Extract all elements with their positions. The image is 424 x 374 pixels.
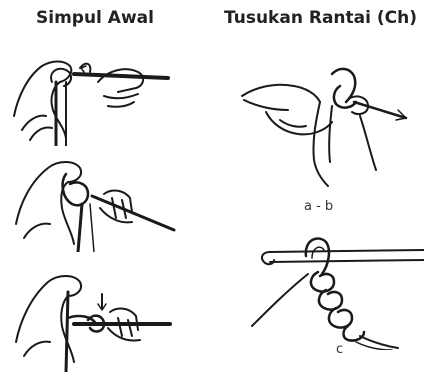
slipknot-step-1-illustration bbox=[8, 46, 178, 146]
caption-a-b: a - b bbox=[304, 199, 333, 214]
caption-c: c bbox=[336, 342, 343, 357]
slipknot-step-3-illustration bbox=[8, 262, 178, 372]
heading-simpul-awal: Simpul Awal bbox=[36, 8, 154, 28]
heading-tusukan-rantai: Tusukan Rantai (Ch) bbox=[224, 8, 417, 28]
chain-stitch-step-ab-illustration bbox=[236, 60, 412, 190]
chain-stitch-step-c-illustration bbox=[248, 230, 424, 350]
slipknot-step-2-illustration bbox=[8, 152, 178, 252]
